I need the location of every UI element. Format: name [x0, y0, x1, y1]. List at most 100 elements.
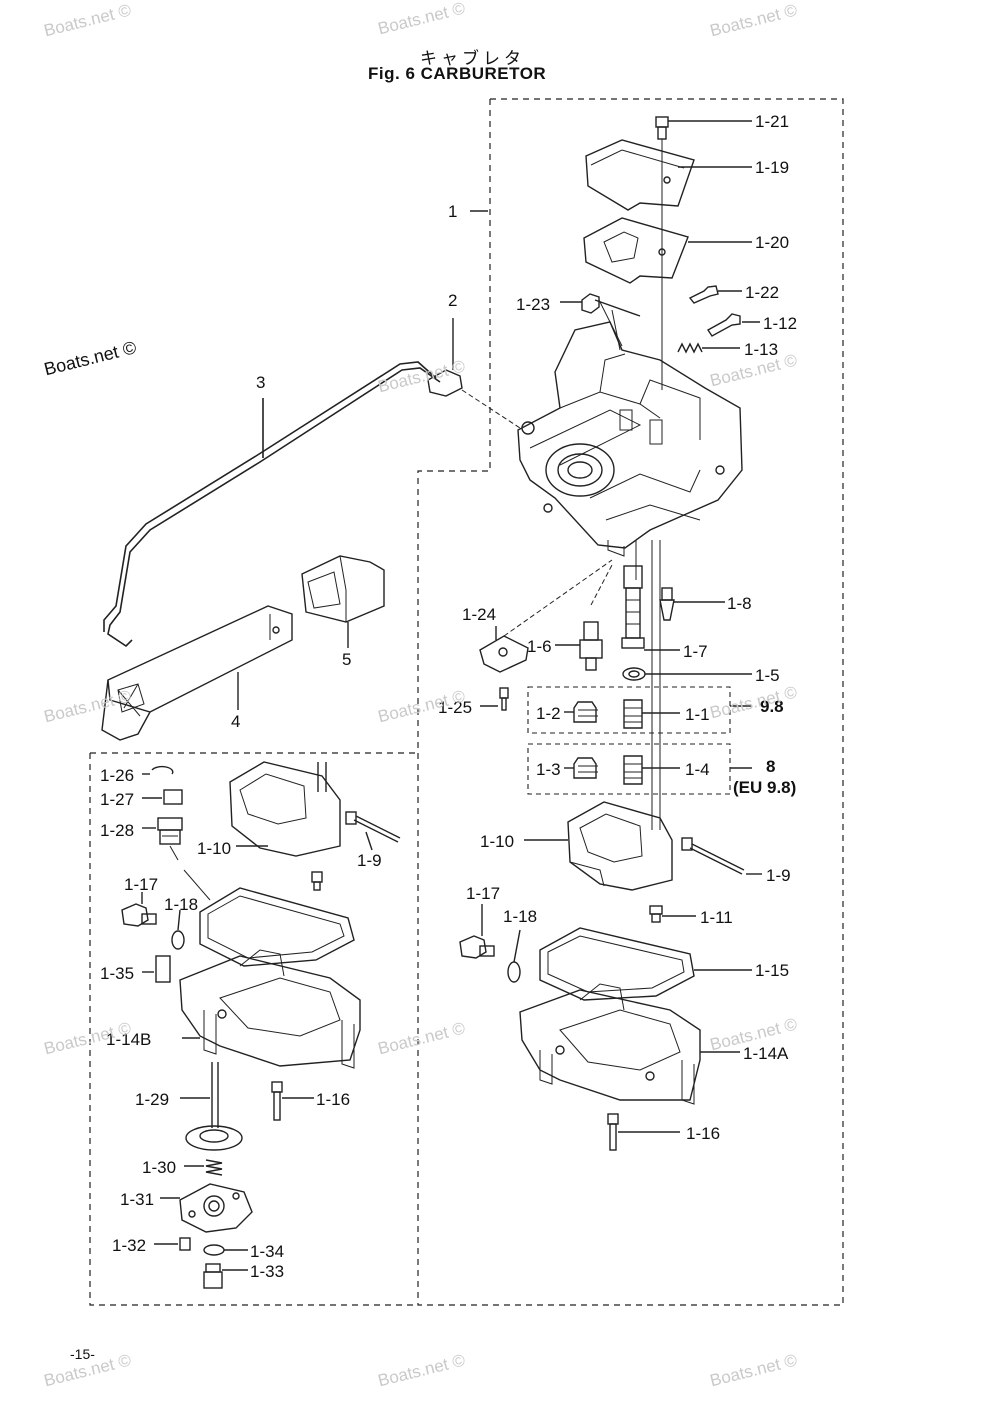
part-1-32-screw [154, 1237, 191, 1251]
part-1-5-washer [622, 667, 752, 681]
part-1-23-nut [560, 293, 623, 347]
callout-1-6: 1-6 [527, 637, 552, 656]
callout-1-1: 1-1 [685, 705, 710, 724]
part-1-9-pin-left [353, 815, 401, 851]
callout-1-4: 1-4 [685, 760, 710, 779]
part-5-grip [301, 555, 385, 648]
part-1-10-float-left [229, 761, 357, 857]
callout-3: 3 [256, 373, 266, 392]
part-1-26-clip [142, 765, 174, 775]
part-1-4-jet [623, 755, 680, 785]
part-1-31-cover [160, 1183, 253, 1233]
callout-1-9-right: 1-9 [766, 866, 791, 885]
callout-1-18-left: 1-18 [164, 895, 199, 914]
callout-1-3: 1-3 [536, 760, 561, 779]
assembly-lines [635, 139, 663, 830]
callout-1-27: 1-27 [100, 790, 135, 809]
callout-4: 4 [231, 712, 241, 731]
part-1-11-screw-left [311, 871, 323, 891]
callout-1-18-right: 1-18 [503, 907, 538, 926]
callout-1-35: 1-35 [100, 964, 135, 983]
part-1-2-jet [564, 701, 598, 723]
callout-1-17-right: 1-17 [466, 884, 501, 903]
part-1-16-screw-right [607, 1113, 680, 1151]
callout-1-2: 1-2 [536, 704, 561, 723]
callout-1-10-left: 1-10 [197, 839, 232, 858]
part-3-choke-rod [103, 361, 441, 648]
callout-1-31: 1-31 [120, 1190, 155, 1209]
callout-1-17-left: 1-17 [124, 875, 159, 894]
callout-1-30: 1-30 [142, 1158, 177, 1177]
part-1-10-float-right [524, 801, 693, 891]
part-1-30-spring [184, 1159, 223, 1176]
part-1-13-spring [677, 342, 740, 354]
part-1-22-screw [688, 285, 742, 304]
part-1-17-screw-left [121, 892, 157, 927]
page-number: -15- [70, 1346, 95, 1362]
callout-1-14b: 1-14B [106, 1030, 152, 1049]
callout-1-11: 1-11 [700, 908, 733, 927]
part-1-35-pin [142, 955, 171, 983]
part-1-33-plug [203, 1263, 248, 1289]
carburetor-body [517, 299, 743, 557]
part-1-27-sleeve [142, 789, 183, 805]
part-1-3-jet [564, 757, 598, 779]
callout-1-22: 1-22 [745, 283, 780, 302]
callout-1-19: 1-19 [755, 158, 790, 177]
callout-1-7: 1-7 [683, 642, 708, 661]
callout-9-8: 9.8 [760, 697, 784, 716]
part-1-11-screw [649, 905, 696, 923]
part-1-34-washer [203, 1244, 248, 1256]
part-1-25-screw [480, 687, 509, 711]
jet-boxes [527, 686, 731, 795]
callout-1-14a: 1-14A [743, 1044, 789, 1063]
title-japanese: キャブレタ [420, 49, 525, 69]
part-1-20-gasket [583, 217, 752, 284]
part-1-28-valve [142, 817, 183, 861]
callout-1-20: 1-20 [755, 233, 790, 252]
part-1-15-gasket-right [539, 927, 752, 1001]
callout-8: 8 [766, 757, 776, 776]
callout-1-5: 1-5 [755, 666, 780, 685]
callout-1-32: 1-32 [112, 1236, 147, 1255]
part-1-18-washer-right [507, 929, 521, 983]
callout-1: 1 [448, 202, 458, 221]
callout-1-21: 1-21 [755, 112, 790, 131]
group-boundary-main [417, 98, 844, 1306]
part-1-29-plunger [180, 1062, 243, 1151]
callout-1-24: 1-24 [462, 605, 497, 624]
callout-1-12: 1-12 [763, 314, 798, 333]
group-boundary-alt [89, 752, 418, 1306]
callout-1-16-right: 1-16 [686, 1124, 721, 1143]
part-1-19-cover [585, 139, 752, 211]
callout-1-10-right: 1-10 [480, 832, 515, 851]
part-1-17-screw-right [459, 904, 495, 959]
callout-1-23: 1-23 [516, 295, 551, 314]
callout-1-33: 1-33 [250, 1262, 285, 1281]
figure-title: Fig. 6 CARBURETOR [368, 64, 547, 83]
part-1-21-screw [655, 116, 752, 140]
part-1-1-jet [623, 699, 680, 729]
callout-1-9-left: 1-9 [357, 851, 382, 870]
callout-2: 2 [448, 291, 458, 310]
part-1-14b-bowl [179, 949, 361, 1069]
callout-1-15: 1-15 [755, 961, 790, 980]
part-1-15-gasket-left [183, 869, 355, 967]
part-1-24-plate [479, 559, 613, 673]
callout-eu-9-8: (EU 9.8) [733, 778, 797, 797]
callout-1-28: 1-28 [100, 821, 135, 840]
part-4-extension [101, 605, 293, 741]
part-1-16-screw-left [271, 1081, 314, 1121]
part-1-12-screw [706, 313, 760, 337]
callout-1-16-left: 1-16 [316, 1090, 351, 1109]
callout-5: 5 [342, 650, 352, 669]
part-1-9-pin-right [689, 843, 762, 875]
part-2-bracket [427, 318, 521, 429]
part-1-8-needle [659, 587, 725, 621]
callout-1-25: 1-25 [438, 698, 473, 717]
callout-1-26: 1-26 [100, 766, 135, 785]
callout-1-34: 1-34 [250, 1242, 285, 1261]
part-1-6-jet [555, 564, 613, 671]
